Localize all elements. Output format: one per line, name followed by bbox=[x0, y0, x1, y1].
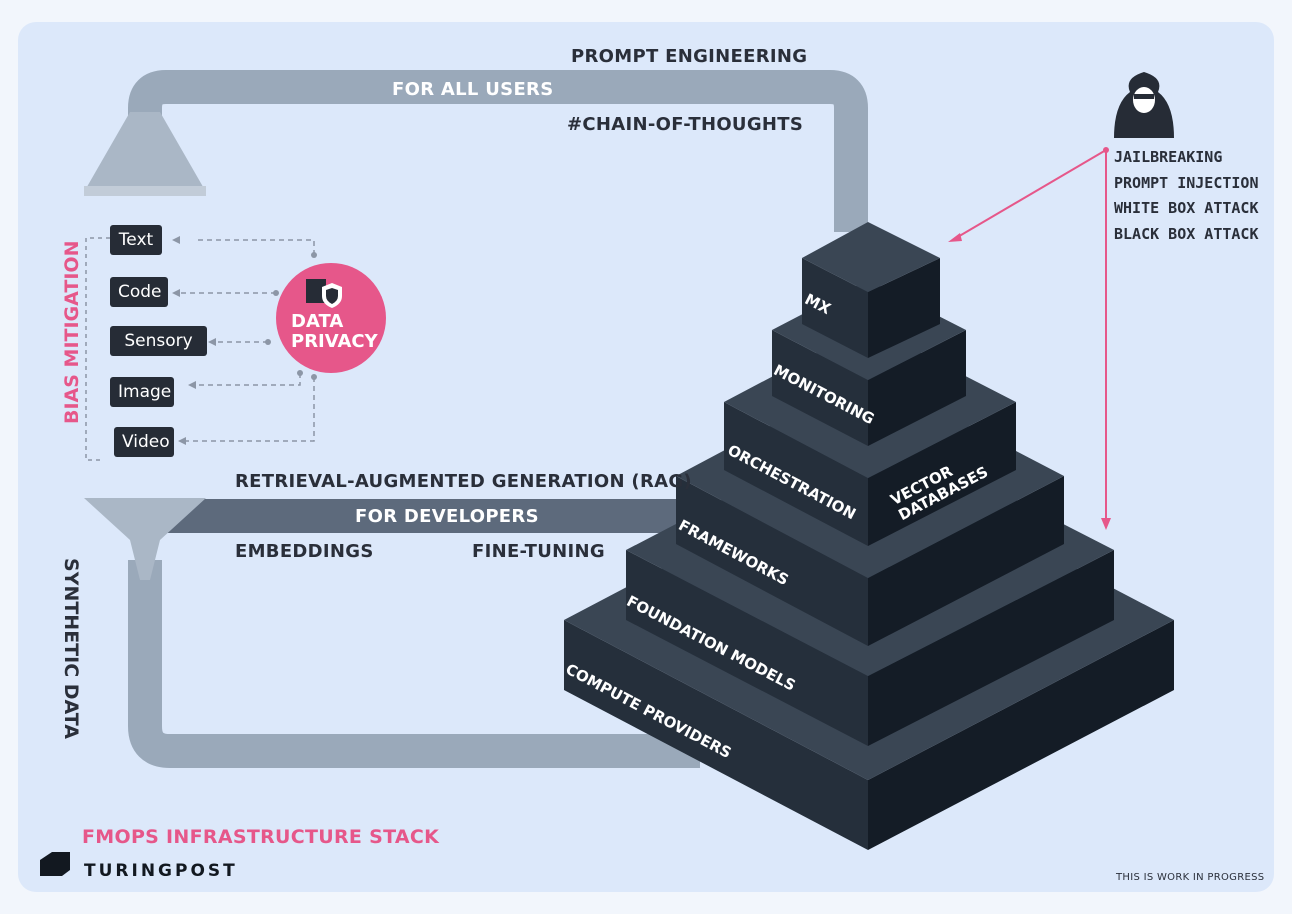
for-all-users-label: FOR ALL USERS bbox=[392, 79, 554, 100]
bias-bracket bbox=[85, 237, 110, 461]
work-in-progress-note: THIS IS WORK IN PROGRESS bbox=[1116, 872, 1265, 883]
data-privacy-circle bbox=[276, 263, 386, 373]
attack-white-box: WHITE BOX ATTACK bbox=[1114, 199, 1259, 217]
brand-name: TURINGPOST bbox=[84, 861, 238, 881]
privacy-connectors bbox=[180, 239, 315, 442]
synthetic-data-label: SYNTHETIC DATA bbox=[60, 558, 82, 739]
shield-lock-icon bbox=[306, 279, 342, 308]
attack-black-box: BLACK BOX ATTACK bbox=[1114, 225, 1259, 243]
chain-of-thoughts-label: #CHAIN-OF-THOUGHTS bbox=[567, 114, 804, 135]
modality-chip-video: Video bbox=[114, 427, 174, 457]
modality-chip-sensory: Sensory bbox=[110, 326, 207, 356]
turingpost-logo-icon bbox=[40, 852, 70, 876]
data-privacy-line2: PRIVACY bbox=[291, 331, 378, 352]
data-privacy-line1: DATA bbox=[291, 311, 344, 332]
for-developers-label: FOR DEVELOPERS bbox=[355, 506, 539, 527]
bottom-funnel bbox=[84, 498, 206, 540]
modality-chip-text: Text bbox=[110, 225, 162, 255]
bottom-pipe bbox=[84, 498, 700, 768]
top-funnel bbox=[84, 112, 206, 192]
modality-chip-image: Image bbox=[110, 377, 174, 407]
data-privacy-label: DATA PRIVACY bbox=[291, 312, 378, 352]
attack-prompt-injection: PROMPT INJECTION bbox=[1114, 174, 1259, 192]
attack-arrows bbox=[948, 147, 1111, 530]
attack-jailbreaking: JAILBREAKING bbox=[1114, 148, 1223, 166]
embeddings-label: EMBEDDINGS bbox=[235, 541, 374, 562]
fine-tuning-label: FINE-TUNING bbox=[472, 541, 605, 562]
infrastructure-pyramid bbox=[564, 222, 1174, 850]
top-pipe bbox=[84, 70, 868, 232]
rag-label: RETRIEVAL-AUGMENTED GENERATION (RAG) bbox=[235, 471, 692, 492]
modality-chip-code: Code bbox=[110, 277, 168, 307]
stack-title: FMOPS INFRASTRUCTURE STACK bbox=[82, 826, 440, 848]
prompt-engineering-label: PROMPT ENGINEERING bbox=[571, 46, 808, 67]
hooded-hacker-icon bbox=[1114, 72, 1174, 138]
bias-mitigation-label: BIAS MITIGATION bbox=[61, 240, 83, 424]
